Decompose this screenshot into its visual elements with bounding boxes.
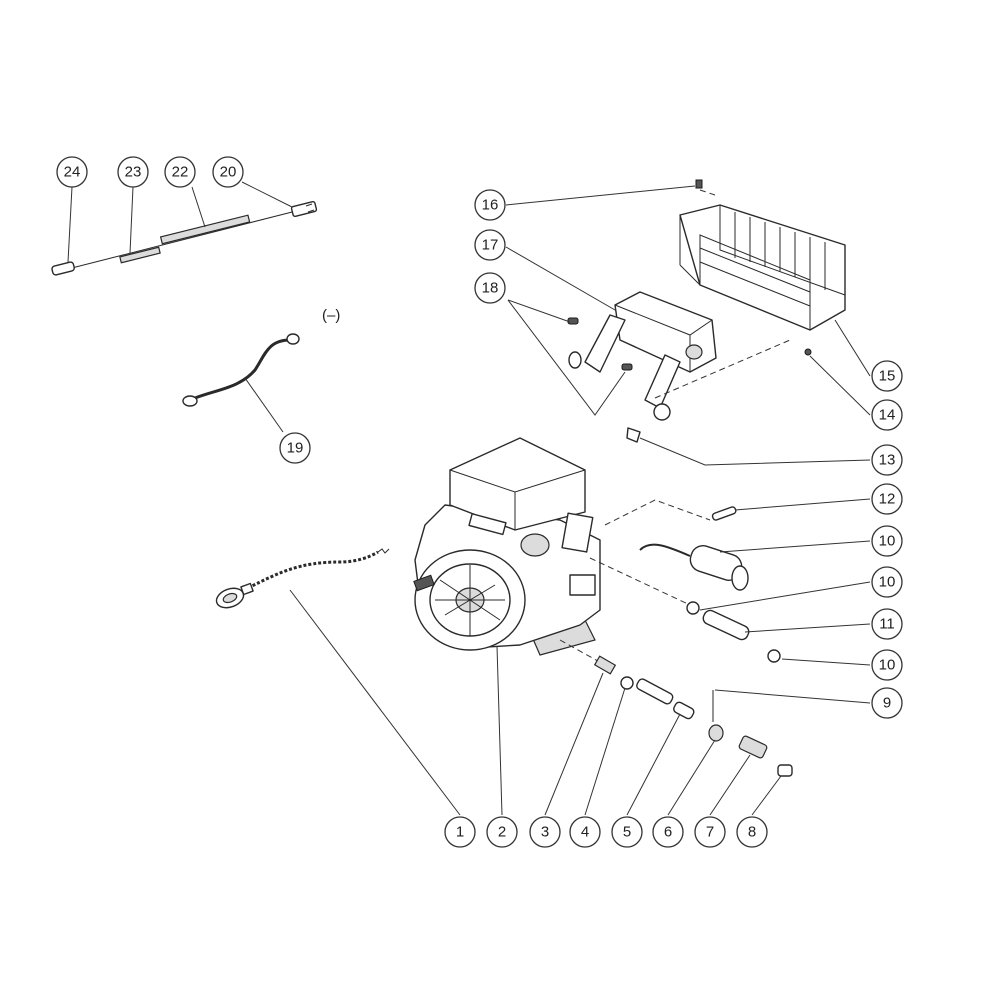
- cable-assembly: [51, 200, 318, 276]
- callout-label: 14: [879, 407, 896, 424]
- callout-15: 14: [871, 399, 903, 431]
- callout-label: 23: [125, 164, 142, 181]
- callout-label: 7: [706, 824, 714, 841]
- callout-8: 8: [736, 816, 768, 848]
- callout-22: 22: [164, 156, 196, 188]
- callout-9: 9: [871, 687, 903, 719]
- callout-label: 10: [879, 574, 896, 591]
- drain-fittings: [559, 639, 793, 777]
- callout-21: 20: [212, 156, 244, 188]
- callout-label: 10: [879, 657, 896, 674]
- callout-label: 19: [287, 440, 304, 457]
- callout-label: 4: [581, 824, 589, 841]
- negative-polarity-label: (–): [322, 307, 340, 324]
- callout-label: 20: [220, 164, 237, 181]
- callout-10-upper: 10: [871, 566, 903, 598]
- callout-13: 12: [871, 483, 903, 515]
- callout-label: 15: [879, 368, 896, 385]
- callout-label: 10: [879, 533, 896, 550]
- callout-label: 22: [172, 164, 189, 181]
- callout-3: 3: [529, 816, 561, 848]
- callout-label: 18: [482, 280, 499, 297]
- callout-7: 7: [694, 816, 726, 848]
- callout-16: 15: [871, 360, 903, 392]
- callout-6: 6: [652, 816, 684, 848]
- callout-label: 5: [623, 824, 631, 841]
- callout-label: 3: [541, 824, 549, 841]
- callout-label: 2: [498, 824, 506, 841]
- callout-2: 2: [486, 816, 518, 848]
- callout-10-lower: 10: [871, 649, 903, 681]
- callout-label: 1: [456, 824, 464, 841]
- callout-label: 13: [879, 452, 896, 469]
- callout-20: 19: [279, 432, 311, 464]
- callout-12: 10: [871, 525, 903, 557]
- callout-label: 16: [482, 197, 499, 214]
- callout-14: 13: [871, 444, 903, 476]
- callout-label: 11: [879, 616, 895, 633]
- callout-4: 4: [569, 816, 601, 848]
- callout-19: 18: [474, 272, 506, 304]
- harness-wire: [215, 548, 390, 609]
- callout-1: 1: [444, 816, 476, 848]
- callout-11: 11: [871, 608, 903, 640]
- callout-5: 5: [611, 816, 643, 848]
- callout-24: 24: [56, 156, 88, 188]
- engine: [413, 437, 601, 656]
- callout-17: 16: [474, 189, 506, 221]
- muffler-assembly: [589, 499, 781, 663]
- ground-cable: [182, 333, 300, 407]
- callout-18: 17: [474, 229, 506, 261]
- leader-lines: [67, 181, 871, 816]
- callout-label: 24: [64, 164, 81, 181]
- callout-label: 12: [879, 491, 896, 508]
- callout-label: 17: [482, 237, 499, 254]
- callout-label: 8: [748, 824, 756, 841]
- air-cleaner-assembly: [567, 179, 846, 443]
- callout-23: 23: [117, 156, 149, 188]
- callout-label: 9: [883, 695, 891, 712]
- callout-label: 6: [664, 824, 672, 841]
